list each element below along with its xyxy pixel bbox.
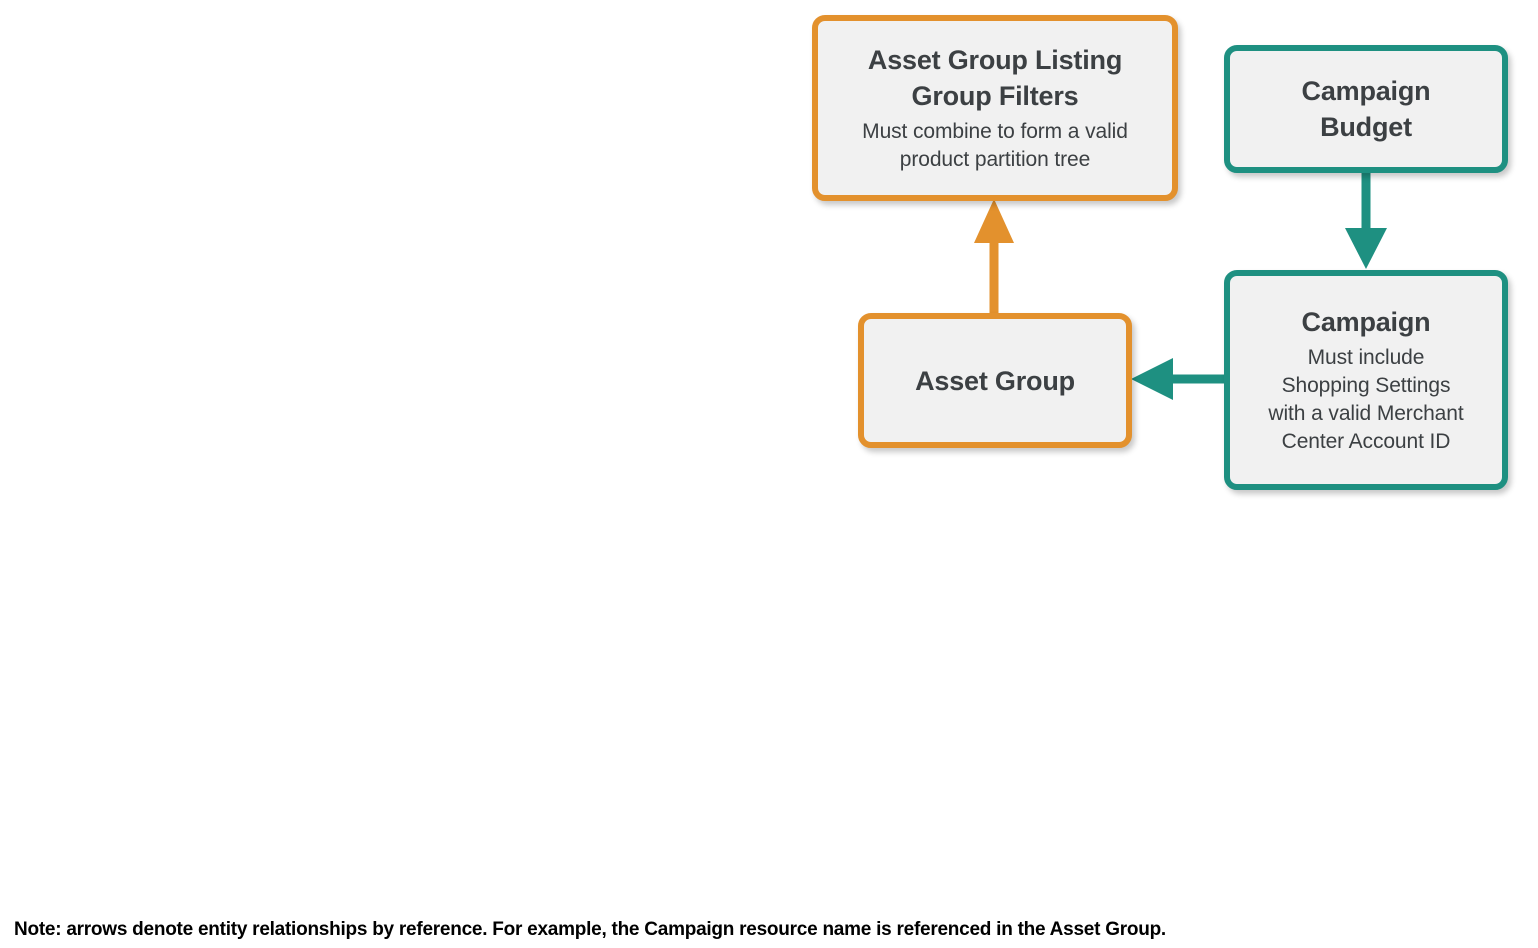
node-asset-group[interactable]: Asset Group (858, 313, 1132, 448)
node-description: Must include Shopping Settings with a va… (1268, 346, 1464, 453)
edge-campaign-budget-to-campaign (1345, 170, 1387, 269)
node-title: Campaign Budget (1301, 76, 1431, 142)
node-campaign-budget[interactable]: Campaign Budget (1224, 45, 1508, 173)
node-asset-group-listing-group-filters[interactable]: Asset Group Listing Group Filters Must c… (812, 15, 1178, 201)
node-title: Campaign (1301, 307, 1431, 337)
node-title: Asset Group (915, 365, 1075, 396)
diagram-note: Note: arrows denote entity relationships… (14, 919, 1166, 940)
node-campaign[interactable]: Campaign Must include Shopping Settings … (1224, 270, 1508, 490)
node-title: Asset Group Listing Group Filters (867, 45, 1123, 111)
node-description: Must combine to form a valid product par… (862, 120, 1128, 171)
edge-asset-group-to-listing-group-filters (974, 199, 1014, 316)
edge-campaign-to-asset-group (1131, 358, 1227, 400)
